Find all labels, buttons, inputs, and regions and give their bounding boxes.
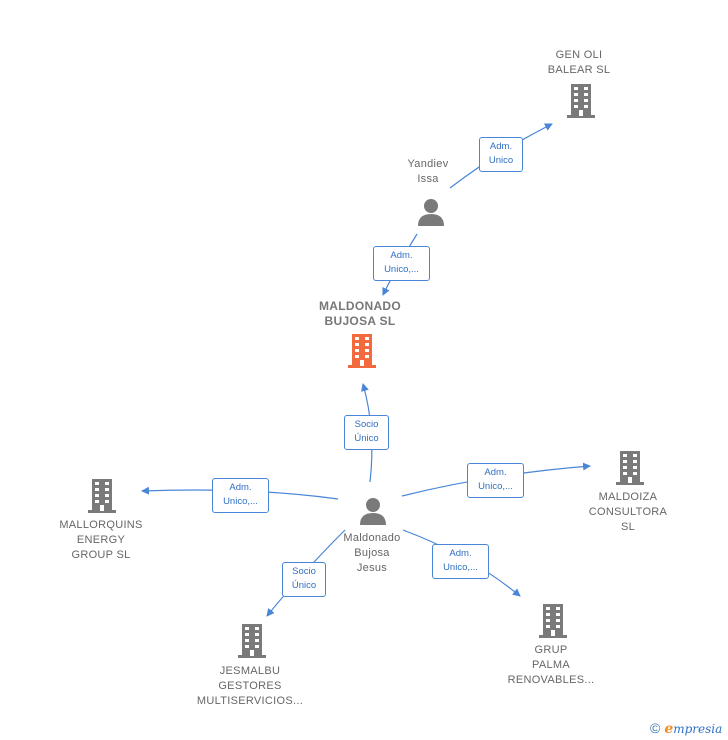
empresia-brand[interactable]: ©empresia — [650, 720, 722, 737]
node-label-grup-palma[interactable]: GRUP PALMA RENOVABLES... — [507, 644, 595, 686]
edge-badge-jesus-maldonado-sl[interactable]: Socio Único — [344, 415, 389, 450]
edge-badge-jesus-maldoiza[interactable]: Adm. Unico,... — [467, 463, 524, 498]
building-icon[interactable] — [236, 624, 268, 658]
copyright-icon: © — [650, 720, 661, 736]
building-icon[interactable] — [86, 479, 118, 513]
node-label-gen-oli[interactable]: GEN OLI BALEAR SL — [547, 49, 611, 76]
building-icon[interactable] — [537, 604, 569, 638]
building-icon-highlight[interactable] — [346, 334, 378, 368]
node-label-jesmalbu[interactable]: JESMALBU GESTORES MULTISERVICIOS... — [196, 665, 304, 707]
edge-badge-yandiev-genoli[interactable]: Adm. Unico — [479, 137, 523, 172]
building-icon[interactable] — [614, 451, 646, 485]
brand-name: mpresia — [673, 722, 723, 736]
edge-badge-yandiev-maldonado-sl[interactable]: Adm. Unico,... — [373, 246, 430, 281]
node-label-mallorquins[interactable]: MALLORQUINS ENERGY GROUP SL — [59, 519, 143, 561]
node-label-yandiev[interactable]: Yandiev Issa — [407, 158, 449, 185]
edge-badge-jesus-grup-palma[interactable]: Adm. Unico,... — [432, 544, 489, 579]
node-label-maldoiza[interactable]: MALDOIZA CONSULTORA SL — [588, 491, 668, 533]
node-label-maldonado-jesus[interactable]: Maldonado Bujosa Jesus — [343, 532, 401, 574]
building-icon[interactable] — [565, 84, 597, 118]
person-icon[interactable] — [358, 496, 388, 526]
brand-e-logo: e — [664, 721, 674, 737]
edge-badge-jesus-jesmalbu[interactable]: Socio Único — [282, 562, 326, 597]
edge-badge-jesus-mallorquins[interactable]: Adm. Unico,... — [212, 478, 269, 513]
node-label-maldonado-bujosa-sl[interactable]: MALDONADO BUJOSA SL — [318, 299, 402, 328]
person-icon[interactable] — [416, 197, 446, 227]
